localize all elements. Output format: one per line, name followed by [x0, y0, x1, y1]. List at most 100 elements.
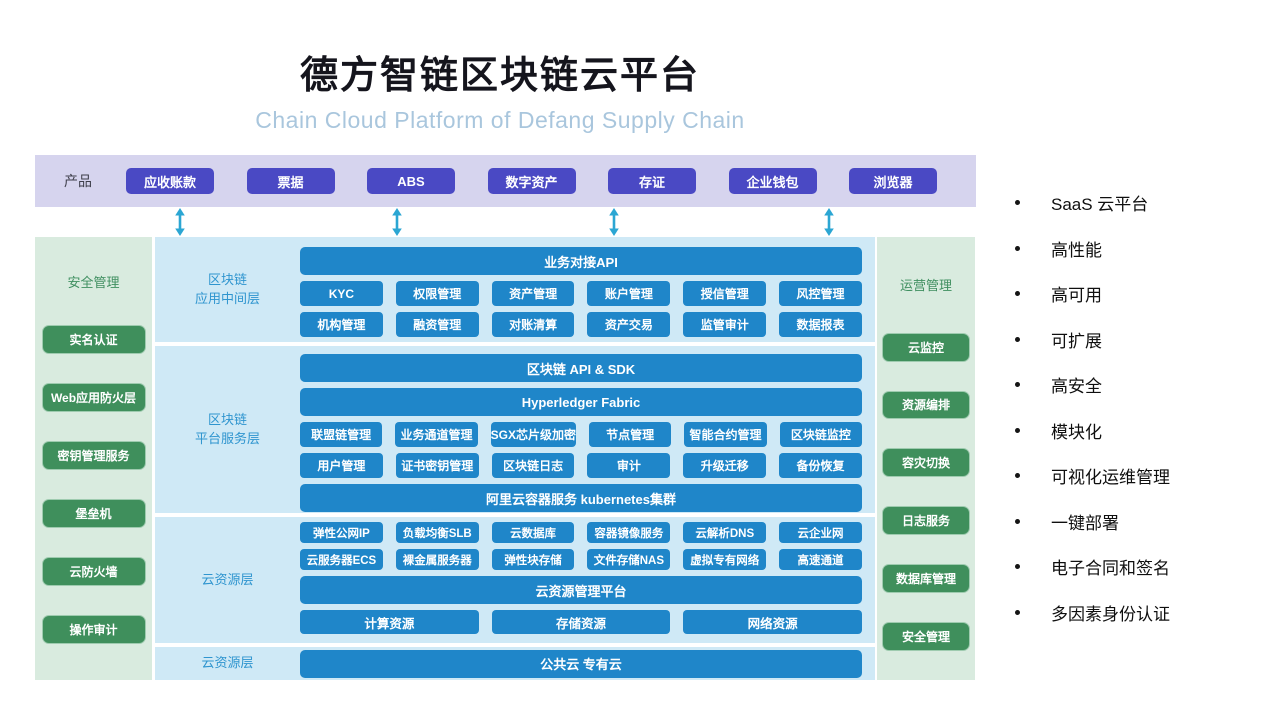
product-bar-label: 产品 [64, 173, 92, 189]
feature-item: 电子合同和签名 [1008, 544, 1170, 590]
service-button: 对账清算 [491, 312, 575, 337]
service-button: 资产交易 [587, 312, 671, 337]
service-button: 云数据库 [491, 522, 575, 543]
service-button: 授信管理 [683, 281, 767, 306]
service-button: KYC [300, 281, 383, 306]
security-item: 密钥管理服务 [41, 441, 146, 470]
service-button: 联盟链管理 [300, 422, 383, 447]
architecture-layer: 云资源层 弹性公网IP 负载均衡SLB 云数据库容器镜像服务云解析DNS 云企业网云服务… [155, 517, 875, 643]
service-button: 业务通道管理 [395, 422, 478, 447]
service-button: 节点管理 [589, 422, 672, 447]
service-button: 负载均衡SLB [395, 522, 479, 543]
service-button: 弹性块存储 [491, 549, 575, 570]
product-button: 数字资产 [487, 168, 576, 194]
bidirectional-arrow-icon [609, 208, 619, 236]
operations-item: 安全管理 [882, 622, 970, 651]
service-button: 云解析DNS [683, 522, 767, 543]
bullet-icon [1015, 609, 1020, 615]
feature-item: SaaS 云平台 [1008, 180, 1170, 226]
operations-item: 日志服务 [882, 506, 970, 536]
feature-item: 高可用 [1008, 271, 1170, 317]
feature-label: 高性能 [1051, 240, 1102, 260]
security-item: Web应用防火层 [41, 383, 146, 412]
feature-label: 一键部署 [1051, 513, 1119, 533]
service-bar: 公共云 专有云 [300, 649, 862, 678]
service-button: 监管审计 [683, 312, 767, 337]
security-item: 实名认证 [41, 325, 146, 354]
bullet-icon [1015, 473, 1020, 479]
feature-item: 可视化运维管理 [1008, 453, 1170, 499]
feature-label: 电子合同和签名 [1051, 559, 1170, 579]
service-button: 机构管理 [300, 312, 383, 337]
product-button: ABS [367, 168, 455, 194]
service-button: 用户管理 [300, 453, 383, 478]
bullet-icon [1015, 518, 1020, 524]
operations-item: 云监控 [882, 332, 970, 362]
service-bar: Hyperledger Fabric [300, 388, 862, 416]
operations-item: 容灾切换 [882, 448, 970, 478]
service-button: 融资管理 [395, 312, 479, 337]
feature-label: SaaS 云平台 [1051, 195, 1149, 215]
service-button-row: 机构管理融资管理对账清算资产交易监管审计数据报表 [300, 312, 862, 337]
layer-label: 区块链 应用中间层 [194, 271, 260, 306]
product-button: 应收账款 [126, 168, 214, 194]
architecture-layer: 云资源层公共云 专有云 [155, 647, 875, 680]
service-button: 升级迁移 [683, 453, 767, 478]
layer-label: 区块链 平台服务层 [194, 411, 260, 446]
service-button: 智能合约管理 [684, 422, 767, 447]
service-button: 区块链监控 [779, 422, 862, 447]
service-button-row: 用户管理证书密钥管理区块链日志审计升级迁移备份恢复 [300, 453, 862, 478]
service-button: 虚拟专有网络 [683, 549, 767, 570]
service-button: 云服务器ECS [300, 549, 383, 570]
architecture-layer: 区块链 平台服务层 区块链 API & SDK Hyperledger Fabric… [155, 346, 875, 513]
service-button: 网络资源 [683, 610, 863, 634]
service-button-row: 联盟链管理业务通道管理 SGX芯片级加密节点管理智能合约管理区块链监控 [300, 422, 862, 447]
bullet-icon [1015, 245, 1020, 251]
bullet-icon [1015, 564, 1020, 570]
bidirectional-arrow-icon [824, 208, 834, 236]
product-button: 浏览器 [849, 168, 937, 194]
page-subtitle: Chain Cloud Platform of Defang Supply Ch… [255, 107, 745, 133]
security-item: 堡垒机 [41, 499, 146, 528]
service-button: 高速通道 [779, 549, 862, 570]
bullet-icon [1015, 291, 1020, 297]
features-list: SaaS 云平台高性能高可用可扩展高安全模块化可视化运维管理一键部署电子合同和签… [1008, 180, 1170, 635]
feature-label: 模块化 [1051, 422, 1102, 442]
feature-label: 可扩展 [1051, 331, 1102, 351]
product-button: 票据 [246, 168, 335, 194]
service-button: 证书密钥管理 [395, 453, 479, 478]
service-button: 数据报表 [779, 312, 862, 337]
service-button: 风控管理 [779, 281, 862, 306]
service-button: 容器镜像服务 [587, 522, 671, 543]
operations-item: 资源编排 [882, 390, 970, 420]
bullet-icon [1015, 200, 1020, 206]
service-button: 账户管理 [587, 281, 671, 306]
feature-item: 一键部署 [1008, 499, 1170, 545]
security-item: 云防火墙 [41, 557, 146, 586]
service-button-row: 弹性公网IP 负载均衡SLB 云数据库容器镜像服务云解析DNS 云企业网 [300, 522, 862, 543]
service-button: 云企业网 [779, 522, 862, 543]
bidirectional-arrow-icon [175, 208, 185, 236]
service-button: 资产管理 [491, 281, 575, 306]
bullet-icon [1015, 427, 1020, 433]
service-button: 弹性公网IP [300, 522, 383, 543]
layer-label: 云资源层 [201, 571, 254, 587]
security-panel-title: 安全管理 [67, 274, 120, 290]
feature-label: 高安全 [1051, 377, 1102, 397]
feature-item: 高性能 [1008, 226, 1170, 272]
header: 德方智链区块链云平台 Chain Cloud Platform of Defan… [0, 44, 1000, 134]
layer-content: 公共云 专有云 [300, 647, 875, 680]
service-bar: 阿里云容器服务 kubernetes集群 [300, 484, 862, 512]
bullet-icon [1015, 382, 1020, 388]
product-button: 企业钱包 [728, 168, 817, 194]
feature-item: 模块化 [1008, 408, 1170, 454]
service-bar: 区块链 API & SDK [300, 354, 862, 382]
page-title: 德方智链区块链云平台 [299, 55, 700, 97]
service-button: SGX芯片级加密 [490, 422, 576, 447]
